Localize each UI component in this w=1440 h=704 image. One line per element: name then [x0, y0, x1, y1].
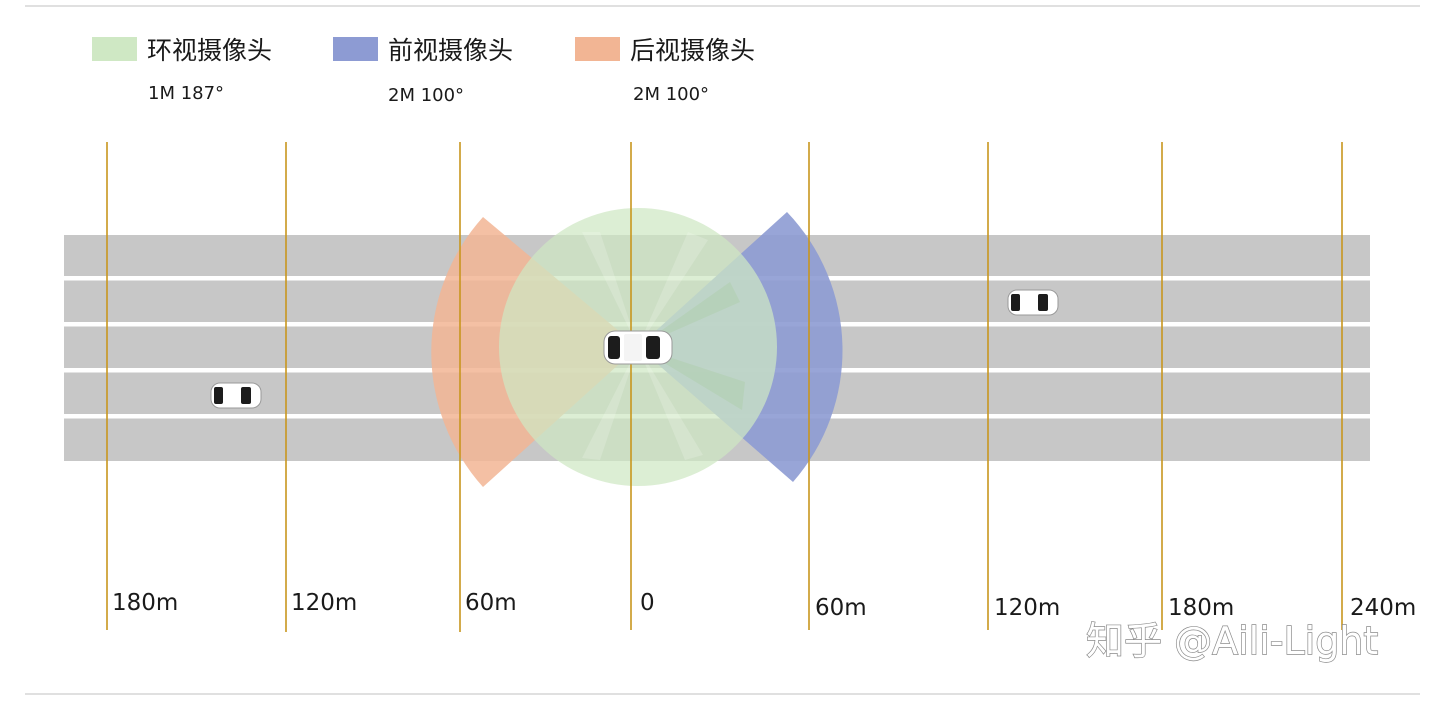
distance-label-180m-rear: 180m — [112, 590, 178, 616]
legend: 环视摄像头 1M 187° 前视摄像头 2M 100° 后视摄像头 2M 100… — [92, 36, 755, 106]
car-rear-left — [210, 382, 262, 409]
legend-label-surround: 环视摄像头 — [147, 36, 272, 65]
distance-labels: 180m 120m 60m 0 60m 120m 180m 240m — [112, 590, 1416, 621]
ego-car — [603, 330, 673, 365]
surround-fov-sector-2 — [638, 232, 708, 347]
distance-label-60m-rear: 60m — [465, 590, 517, 616]
surround-fov-sector-3 — [638, 282, 740, 347]
car-rear-left-rear-window — [214, 387, 223, 404]
ego-car-roof — [624, 334, 642, 361]
legend-spec-rear: 2M 100° — [633, 84, 709, 105]
car-rear-left-windshield — [241, 387, 251, 404]
surround-fov-sector-5 — [582, 347, 638, 460]
legend-item-surround: 环视摄像头 1M 187° — [92, 36, 272, 104]
legend-swatch-surround — [92, 37, 137, 61]
distance-label-120m-rear: 120m — [291, 590, 357, 616]
distance-label-60m-front: 60m — [815, 595, 867, 621]
surround-fov-sector-6 — [638, 347, 703, 460]
legend-label-rear: 后视摄像头 — [630, 36, 755, 65]
ego-car-rear-window — [608, 336, 620, 359]
car-front-right-rear-window — [1011, 294, 1020, 311]
distance-label-120m-front: 120m — [994, 595, 1060, 621]
legend-item-front: 前视摄像头 2M 100° — [333, 36, 513, 106]
distance-label-180m-front: 180m — [1168, 595, 1234, 621]
distance-marker-lines — [106, 142, 1343, 632]
legend-spec-surround: 1M 187° — [148, 83, 224, 104]
legend-swatch-front — [333, 37, 378, 61]
legend-swatch-rear — [575, 37, 620, 61]
car-front-right-windshield — [1038, 294, 1048, 311]
surround-fov-sector-1 — [582, 232, 638, 347]
legend-spec-front: 2M 100° — [388, 85, 464, 106]
distance-label-0: 0 — [640, 590, 655, 616]
ego-car-windshield — [646, 336, 660, 359]
legend-label-front: 前视摄像头 — [388, 36, 513, 65]
watermark: 知乎 @Aili-Light — [1086, 619, 1378, 663]
distance-label-240m-front: 240m — [1350, 595, 1416, 621]
legend-item-rear: 后视摄像头 2M 100° — [575, 36, 755, 105]
car-front-right — [1007, 289, 1059, 316]
